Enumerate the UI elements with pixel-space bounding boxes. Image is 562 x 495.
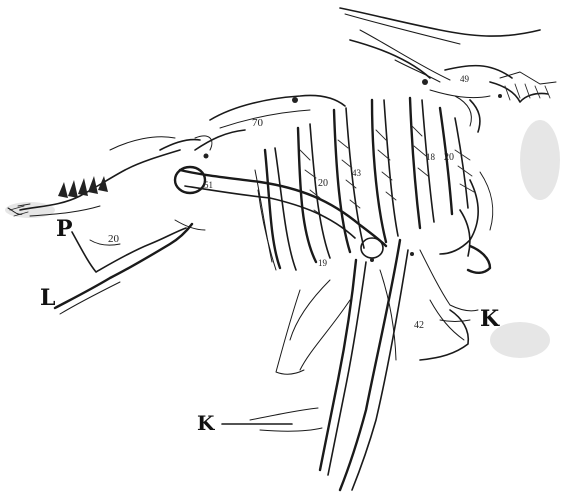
label-k-right: K: [480, 306, 500, 332]
number-51: 51: [204, 180, 213, 190]
number-18: 18: [426, 152, 436, 162]
number-20-left: 20: [108, 233, 120, 245]
label-p: P: [56, 216, 73, 242]
number-19: 19: [318, 258, 328, 268]
label-k-bottom: K: [197, 411, 215, 435]
number-42: 42: [414, 320, 424, 331]
number-43: 43: [352, 168, 362, 178]
number-49: 49: [460, 74, 470, 84]
number-70: 70: [252, 117, 264, 129]
number-20-right: 20: [444, 152, 454, 163]
label-l: L: [40, 285, 55, 311]
number-20-ribs: 20: [318, 178, 328, 189]
